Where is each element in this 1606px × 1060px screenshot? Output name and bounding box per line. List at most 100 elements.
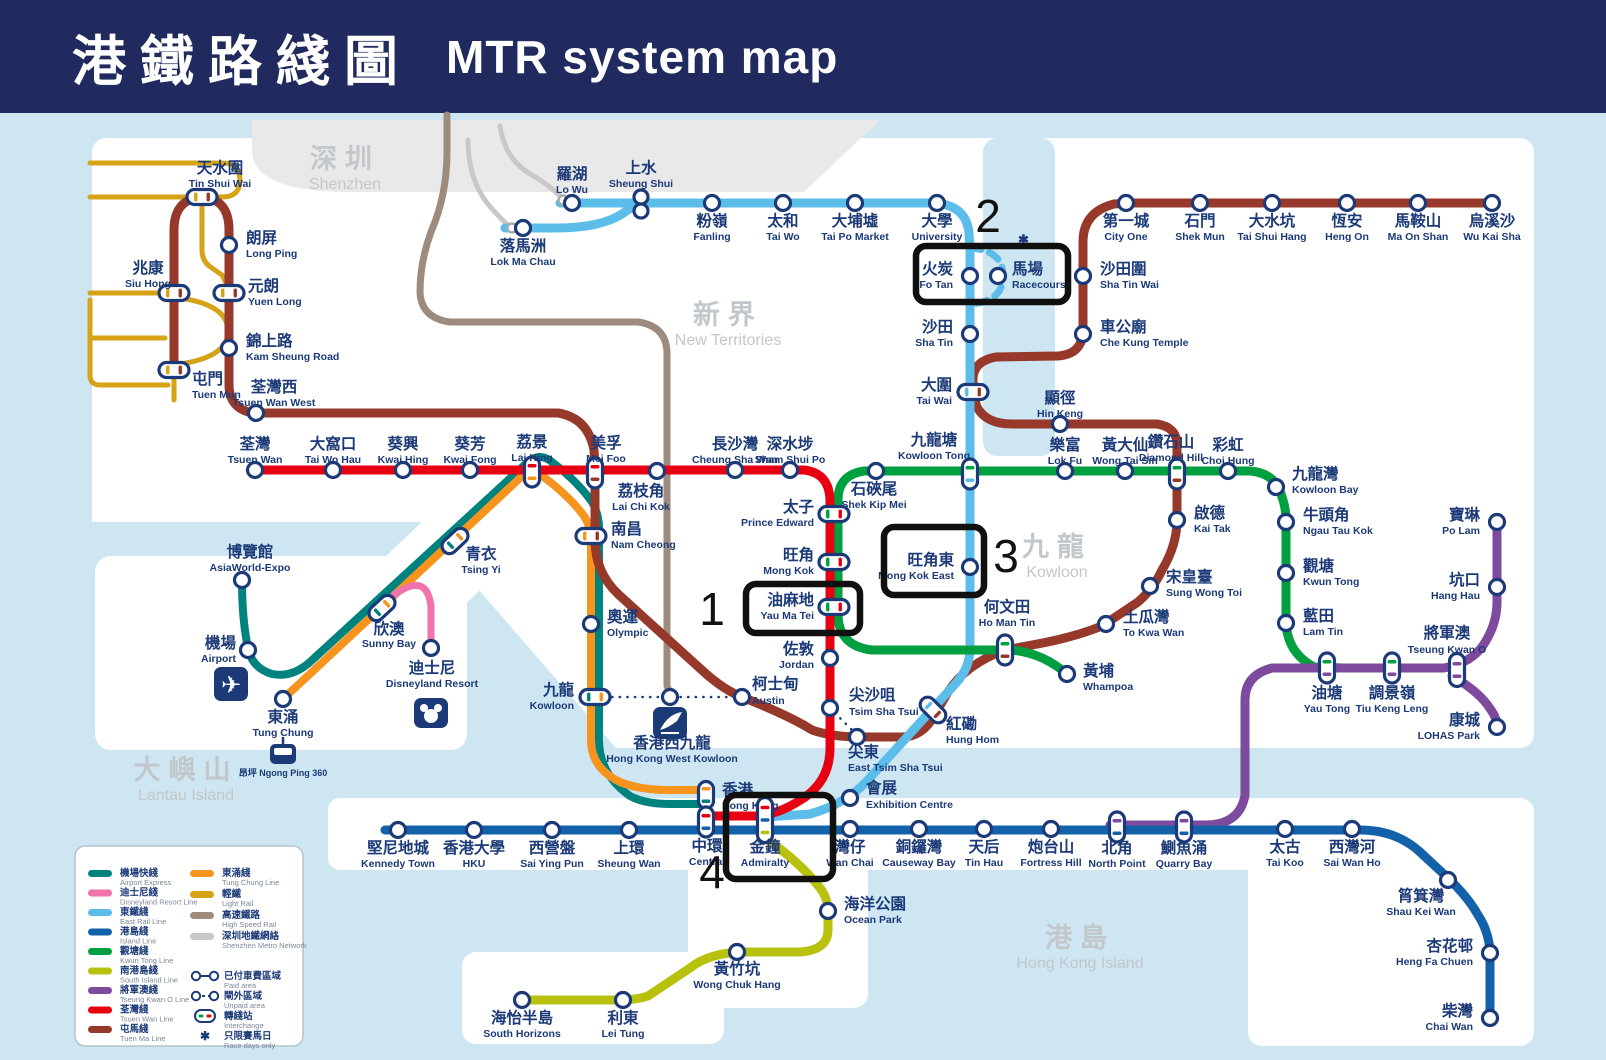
legend-zh: 將軍澳綫 — [120, 984, 159, 996]
station-name-en: Kwai Hing — [378, 454, 429, 466]
station-marker — [1218, 461, 1238, 481]
station-name-en: Chai Wan — [1426, 1021, 1473, 1033]
station-name-zh: 恆安 — [1330, 211, 1362, 230]
interchange-tick — [977, 387, 981, 397]
highlight-number-2: 2 — [975, 190, 1001, 242]
station-name-en: East Tsim Sha Tsui — [848, 762, 943, 774]
legend-zh: 屯馬綫 — [120, 1023, 149, 1035]
legend-icon — [208, 990, 220, 1002]
interchange-marker — [696, 805, 716, 839]
station-name-en: Yuen Long — [248, 296, 302, 308]
interchange-marker — [185, 187, 219, 207]
station-name-zh: 火炭 — [922, 260, 954, 278]
station-marker — [1266, 477, 1286, 497]
legend-en: Kwun Tong Line — [120, 956, 173, 965]
station-name-en: AsiaWorld-Expo — [210, 562, 291, 574]
station-marker — [1275, 819, 1295, 839]
station-name-en: Yau Ma Tei — [761, 610, 815, 622]
region-name-zh: 港島 — [1045, 923, 1115, 953]
interchange-tick — [583, 531, 587, 541]
interchange-tick — [166, 365, 170, 375]
interchange-marker — [817, 552, 851, 572]
legend-zh: 高速鐵路 — [222, 909, 261, 921]
interchange-tick — [382, 599, 391, 608]
region-name-zh: 新界 — [693, 299, 763, 330]
interchange-marker — [212, 283, 246, 303]
station-name-zh: 第一城 — [1103, 211, 1150, 230]
station-name-en: Wong Tai Sin — [1092, 455, 1158, 467]
station-name-en: LOHAS Park — [1418, 730, 1481, 742]
station-name-en: Fanling — [693, 231, 730, 243]
station-marker — [512, 990, 532, 1010]
interchange-tick — [590, 465, 600, 469]
interchange-tick — [924, 701, 933, 710]
station-name-en: North Point — [1088, 858, 1146, 870]
station-marker — [1342, 819, 1362, 839]
station-marker — [974, 819, 994, 839]
station-marker — [1057, 664, 1077, 684]
station-name-en: HKU — [463, 858, 486, 870]
interchange-tick — [826, 602, 830, 612]
station-name-en: Lai Chi Kok — [612, 501, 670, 513]
station-name-en: Tai Wo — [766, 231, 799, 243]
legend-icon — [208, 970, 220, 982]
interchange-marker — [185, 187, 219, 207]
interchange-marker — [367, 593, 397, 623]
station-name-en: Kennedy Town — [361, 858, 435, 870]
station-marker — [1487, 512, 1507, 532]
station-marker — [866, 461, 886, 481]
legend-swatch-high-speed-rail — [190, 912, 214, 919]
station-name-zh: 兆康 — [132, 258, 164, 277]
interchange-marker — [574, 526, 608, 546]
station-name-zh: 元朗 — [248, 276, 279, 295]
station-name-en: Kowloon — [530, 700, 574, 712]
region-name-en: Shenzhen — [309, 176, 381, 193]
station-name-zh: 杏花邨 — [1426, 936, 1473, 955]
highlight-1: 1 — [699, 580, 864, 637]
station-marker — [1190, 193, 1210, 213]
station-name-en: Hin Keng — [1037, 408, 1083, 420]
station-marker — [464, 820, 484, 840]
station-name-zh: 寶琳 — [1449, 505, 1481, 524]
station-name-en: Mei Foo — [586, 453, 626, 465]
station-name-zh: 九龍塘 — [910, 430, 958, 449]
station-name-zh: 石硤尾 — [850, 479, 898, 498]
station-marker — [1276, 613, 1296, 633]
region-name-zh: 大嶼山 — [134, 755, 239, 785]
station-name-en: Whampoa — [1083, 681, 1133, 693]
station-name-en: Wan Chai — [826, 857, 874, 869]
station-name-zh: 海洋公園 — [844, 894, 906, 913]
interchange-tick — [599, 692, 603, 702]
station-marker — [219, 338, 239, 358]
interchange-tick — [933, 710, 942, 719]
interchange-marker — [817, 597, 851, 617]
disneyland-mickey-icon — [434, 704, 442, 712]
station-name-zh: 屯門 — [192, 369, 223, 388]
station-name-zh: 烏溪沙 — [1469, 211, 1516, 230]
disneyland-mickey-icon — [424, 709, 438, 723]
station-name-zh: 機場 — [205, 633, 237, 652]
